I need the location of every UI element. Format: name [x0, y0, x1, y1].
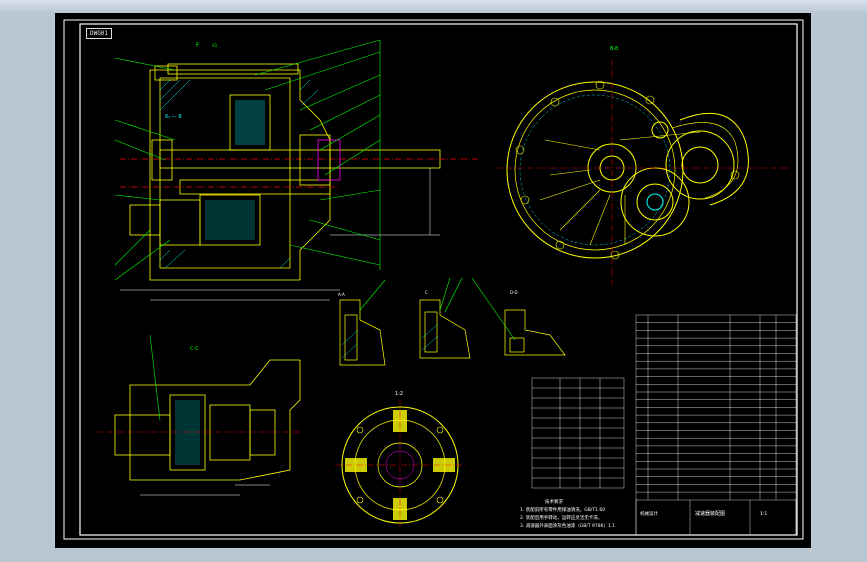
title-block-scale: 1:1: [760, 512, 768, 517]
detail-sections: A-A C D-D: [338, 277, 566, 366]
tech-requirement-2: 2. 装配后用手转动，运转应灵活无卡滞。: [520, 516, 603, 521]
tech-requirement-3: 3. 减速器外表面涂灰色油漆（GB/T 9786）1.1: [520, 524, 616, 529]
sheet-outer-border: [63, 19, 804, 540]
title-block-name: 减速器装配图: [695, 511, 726, 517]
gear-view: B-B: [495, 46, 790, 285]
bom-table: [635, 314, 797, 536]
sheet-inner-border: [79, 23, 798, 536]
main-section-view: 6₁ — 8 F A1: [114, 39, 480, 301]
bottom-left-view: C-C: [95, 334, 301, 496]
title-block-school: 机械设计: [640, 512, 658, 517]
tech-requirement-1: 1. 装配前所有零件用煤油清洗，GB/T1.60: [520, 508, 606, 513]
svg-text:F: F: [196, 42, 200, 49]
svg-text:A1: A1: [212, 43, 218, 48]
svg-text:C-C: C-C: [190, 346, 199, 352]
svg-text:1:2: 1:2: [395, 391, 403, 397]
svg-text:C: C: [425, 290, 428, 295]
parameter-table: [531, 377, 625, 489]
sheet-tag: DWG01: [86, 28, 112, 39]
svg-text:D-D: D-D: [510, 290, 518, 295]
flange-view: 1:2: [335, 391, 465, 530]
svg-text:B-B: B-B: [610, 46, 619, 52]
svg-text:A-A: A-A: [338, 292, 345, 297]
svg-text:6₁ — 8: 6₁ — 8: [165, 114, 182, 120]
window-top-bar: [0, 0, 867, 13]
tech-requirements-title: 技术要求: [545, 500, 563, 505]
